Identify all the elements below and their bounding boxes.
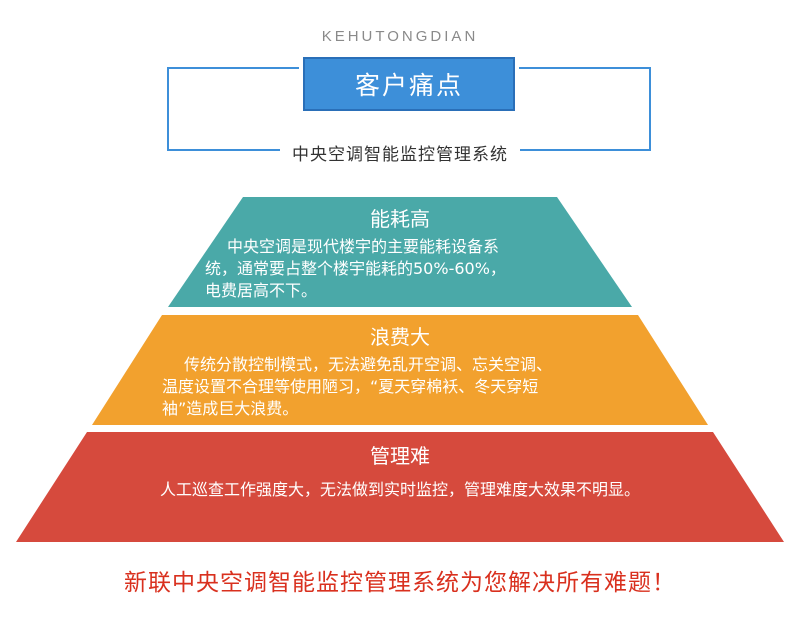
tier-energy-heading: 能耗高 xyxy=(370,207,430,231)
eyebrow-text: KEHUTONGDIAN xyxy=(321,28,479,45)
tier-energy: 能耗高 中央空调是现代楼宇的主要能耗设备系 统，通常要占整个楼宇能耗的50%-6… xyxy=(0,197,800,307)
footer-message: 新联中央空调智能监控管理系统为您解决所有难题！ xyxy=(124,570,676,596)
tier-management-line-1: 人工巡查工作强度大，无法做到实时监控，管理难度大效果不明显。 xyxy=(159,480,640,499)
tier-energy-line-3: 电费居高不下。 xyxy=(205,281,318,300)
tier-waste-line-2: 温度设置不合理等使用陋习，“夏天穿棉袄、冬天穿短 xyxy=(162,377,539,396)
tier-energy-line-1: 中央空调是现代楼宇的主要能耗设备系 xyxy=(227,237,500,256)
tier-waste: 浪费大 传统分散控制模式，无法避免乱开空调、忘关空调、 温度设置不合理等使用陋习… xyxy=(0,315,800,425)
tier-energy-shape xyxy=(168,197,632,307)
subtitle-text: 中央空调智能监控管理系统 xyxy=(280,145,520,165)
tier-waste-line-1: 传统分散控制模式，无法避免乱开空调、忘关空调、 xyxy=(184,355,553,374)
tier-waste-line-3: 袖”造成巨大浪费。 xyxy=(162,399,299,418)
tier-energy-line-2: 统，通常要占整个楼宇能耗的50%-60%， xyxy=(205,259,506,278)
tier-management-shape xyxy=(16,432,784,542)
page-title: 客户痛点 xyxy=(303,57,515,111)
subtitle: 中央空调智能监控管理系统 xyxy=(0,140,800,165)
tier-management: 管理难 人工巡查工作强度大，无法做到实时监控，管理难度大效果不明显。 xyxy=(0,432,800,542)
tier-waste-shape xyxy=(92,315,708,425)
tier-waste-heading: 浪费大 xyxy=(370,325,430,349)
tier-management-heading: 管理难 xyxy=(370,444,430,468)
title-box: 客户痛点 xyxy=(299,53,519,115)
